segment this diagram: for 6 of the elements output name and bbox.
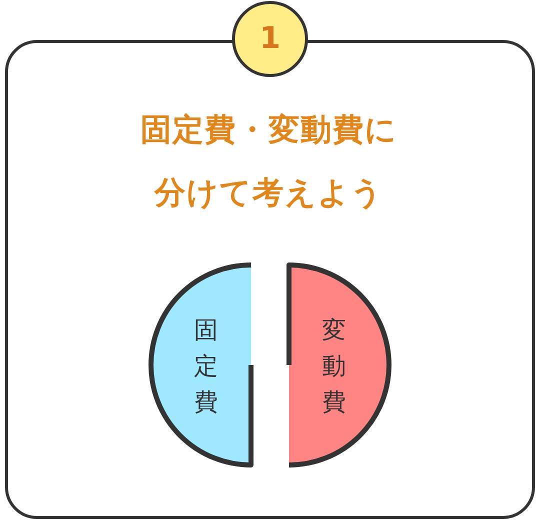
half-circle xyxy=(286,262,394,468)
cost-label: 固定費 xyxy=(193,315,219,418)
half-circle xyxy=(146,262,254,468)
cost-label: 変動費 xyxy=(321,315,347,418)
step-number: 1 xyxy=(260,24,280,54)
heading: 固定費・変動費に分けて考えよう xyxy=(140,111,398,213)
